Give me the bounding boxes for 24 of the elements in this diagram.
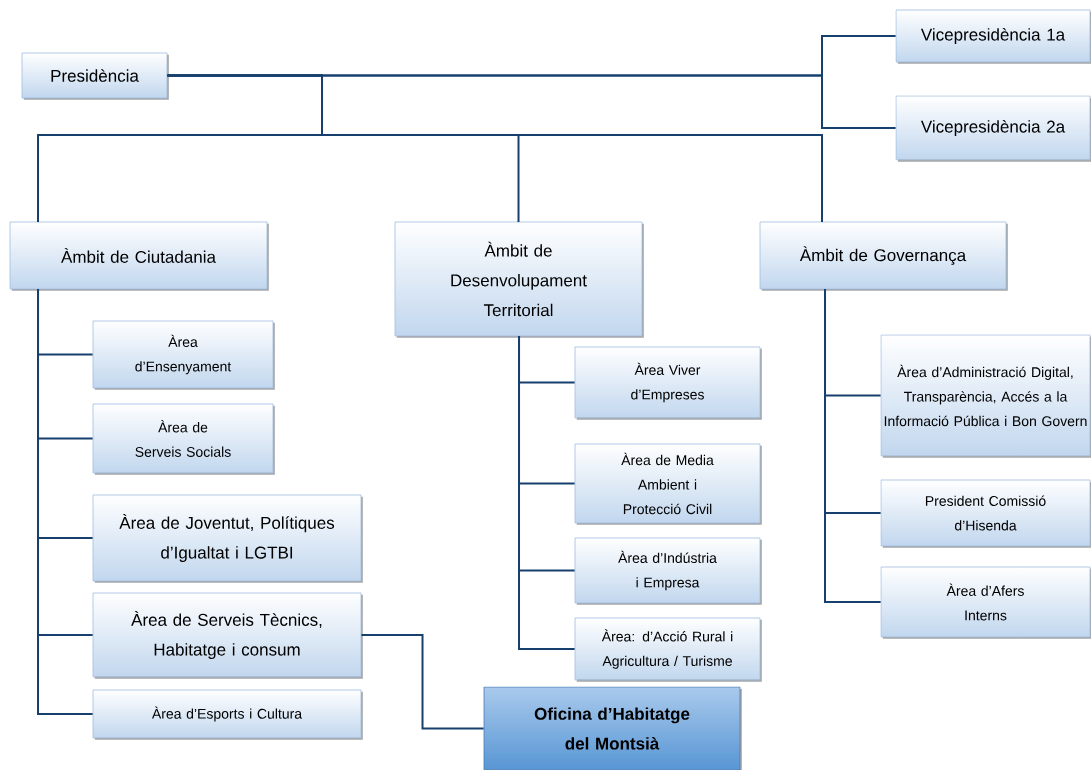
org-box: Àrea: d’Acció Rural i Agricultura / Turisme — [574, 617, 762, 682]
org-box: Àrea de Media Ambient i Protecció Civil — [574, 443, 762, 525]
connector-line — [824, 288, 882, 603]
org-box: Àmbit de Desenvolupament Territorial — [394, 221, 644, 338]
org-box: Àrea de Serveis Socials — [92, 403, 275, 475]
org-box: Àmbit de Ciutadania — [9, 221, 269, 291]
org-box: Àrea d’Administració Digital, Transparència, Accés a la Informació Pública i Bon Govern — [880, 334, 1091, 458]
org-box: Àmbit de Governança — [759, 221, 1008, 291]
connector-line — [518, 335, 576, 650]
org-box: President Comissió d’Hisenda — [880, 479, 1091, 548]
org-box: Presidència — [21, 52, 169, 100]
org-box: Àrea d’Esports i Cultura — [92, 689, 363, 740]
connector-line — [360, 634, 485, 730]
org-box: Àrea de Serveis Tècnics, Habitatge i consum — [92, 592, 363, 679]
org-box: Àrea d’Afers Interns — [880, 566, 1091, 639]
org-box: Vicepresidència 2a — [895, 95, 1091, 162]
org-box: Vicepresidència 1a — [895, 9, 1091, 64]
connector-line — [166, 74, 823, 223]
org-box: Oficina d’Habitatge del Montsià — [483, 686, 742, 770]
connector-line — [37, 288, 94, 715]
org-box: Àrea Viver d’Empreses — [574, 346, 762, 420]
org-box: Àrea d’Indústria i Empresa — [574, 537, 762, 605]
org-box: Àrea d’Ensenyament — [92, 320, 275, 390]
org-box: Àrea de Joventut, Polítiques d’Igualtat i LGTBI — [92, 494, 363, 583]
